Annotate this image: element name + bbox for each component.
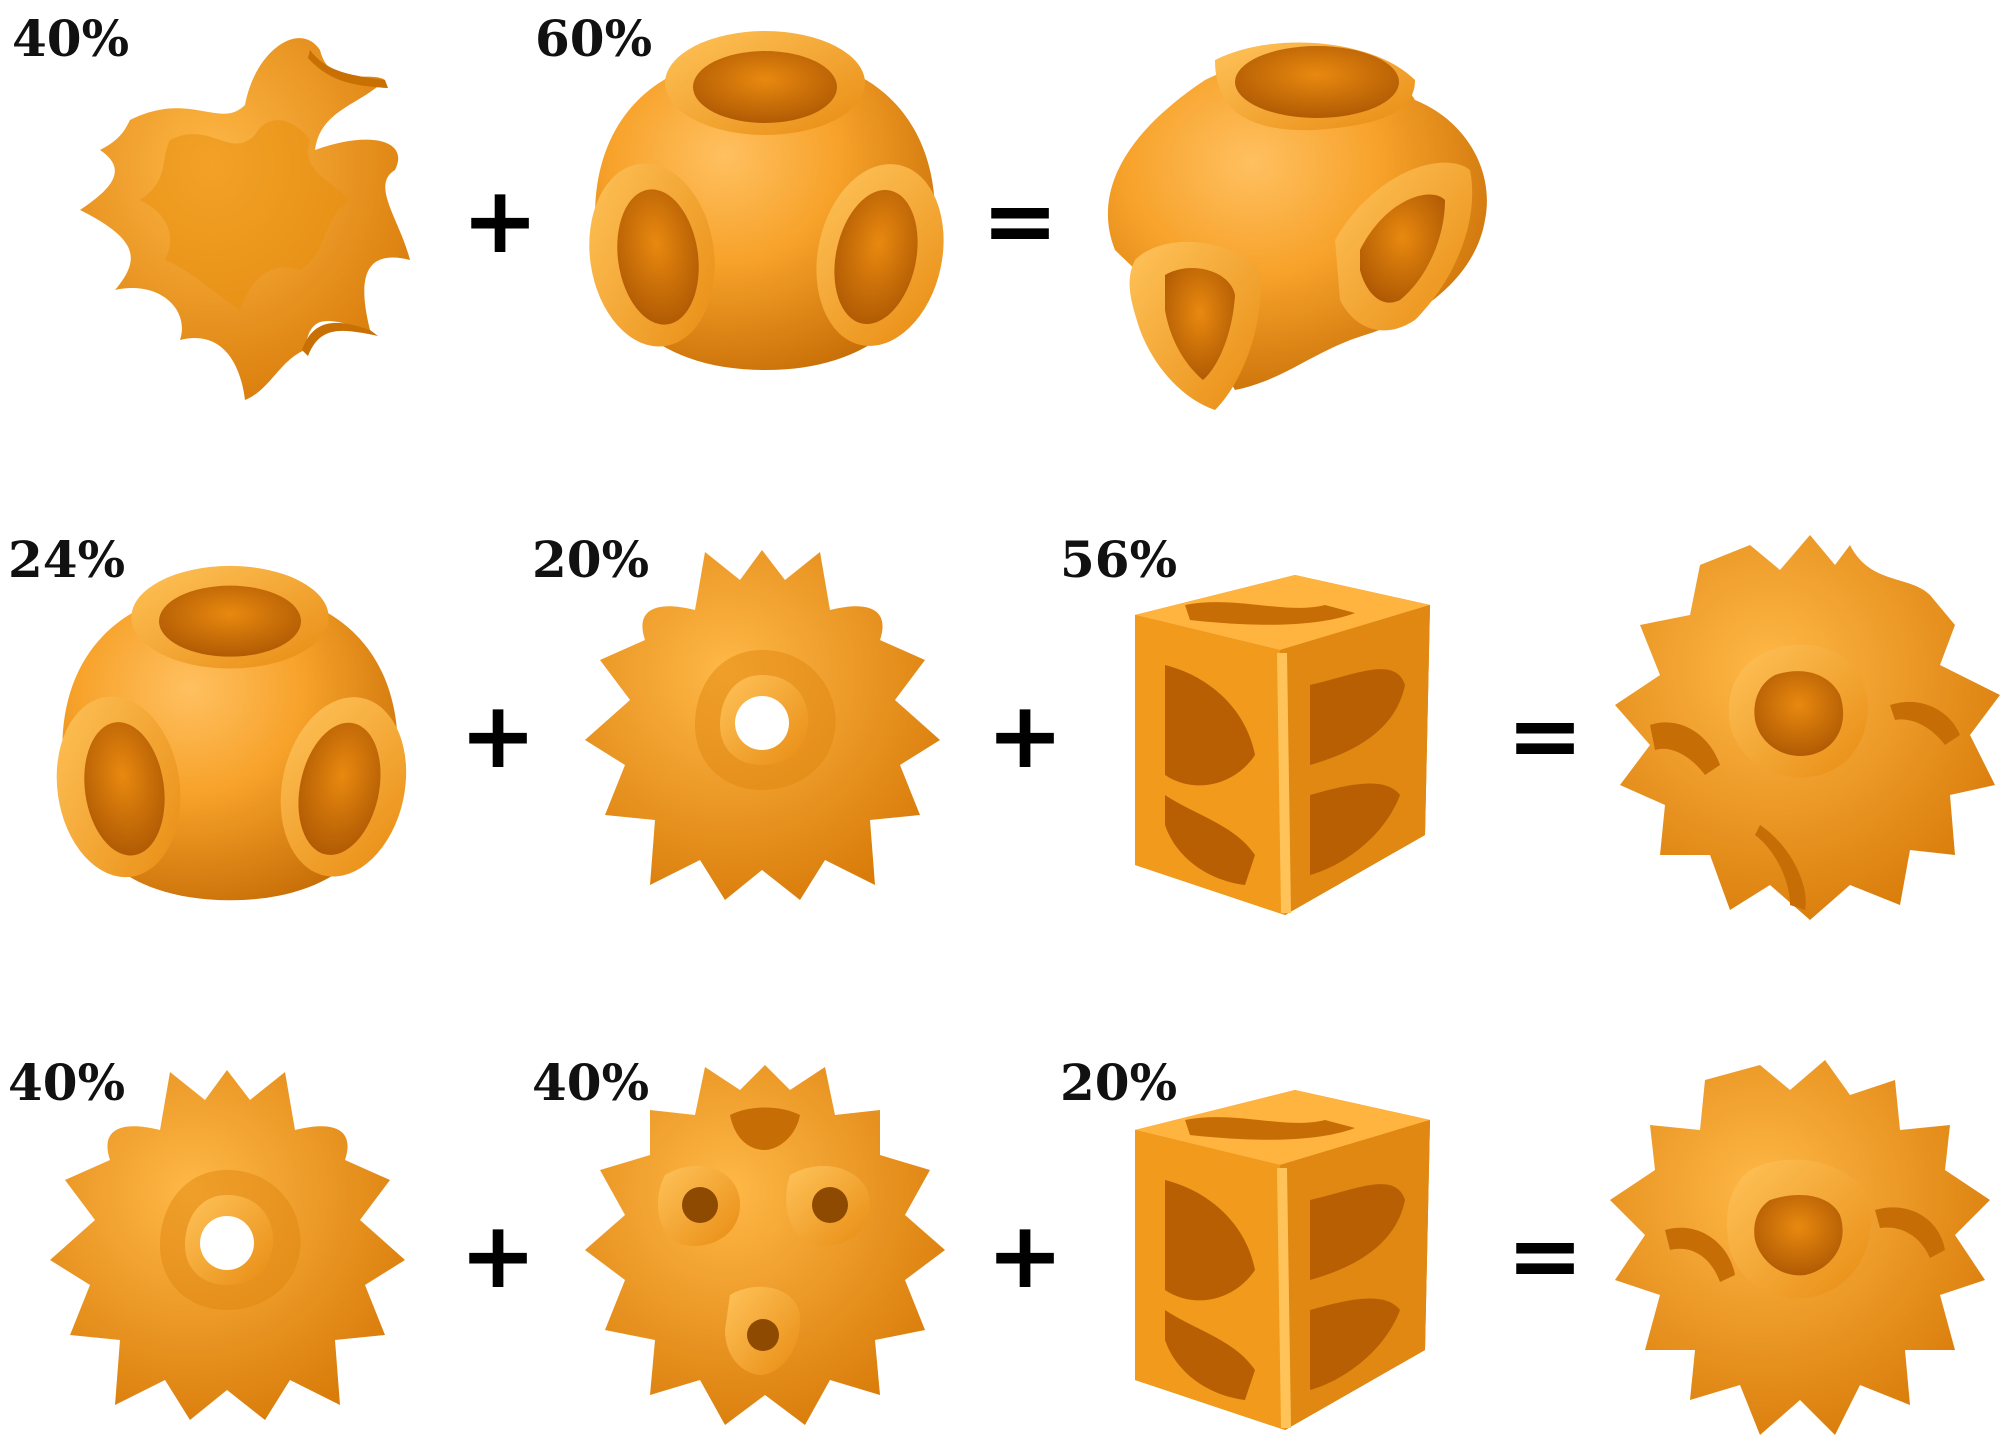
row1-term2-schwarz-p-shape [580,25,950,390]
row2-term1-percent: 24% [8,530,126,589]
row2-plus-operator-2: + [986,682,1064,789]
row2-term2-star-shape [580,540,945,910]
row1-term1-percent: 40% [12,9,130,68]
row3-term3-percent: 20% [1060,1053,1178,1112]
row3-result-blended-shape [1610,1050,1995,1440]
row3-term2-percent: 40% [532,1053,650,1112]
row3-equals-operator: = [1506,1202,1584,1309]
row3-plus-operator-1: + [459,1202,537,1309]
row1-term2-percent: 60% [535,9,653,68]
row2-term3-percent: 56% [1060,530,1178,589]
row3-term2-multi-hole-shape [580,1055,950,1430]
row3-term3-cubic-frame-shape [1095,1050,1470,1435]
row2-equals-operator: = [1506,682,1584,789]
row2-term1-schwarz-p-shape [45,560,415,920]
row2-plus-operator-1: + [459,682,537,789]
row1-result-blended-shape [1085,20,1505,415]
row1-equals-operator: = [981,167,1059,274]
row2-term3-cubic-frame-shape [1095,535,1470,920]
row3-plus-operator-2: + [986,1202,1064,1309]
row2-result-blended-shape [1610,525,2005,920]
row3-term1-star-shape [45,1060,410,1430]
row1-plus-operator: + [461,167,539,274]
row1-term1-gyroid-shape [70,10,410,400]
row2-term2-percent: 20% [532,530,650,589]
row3-term1-percent: 40% [8,1053,126,1112]
